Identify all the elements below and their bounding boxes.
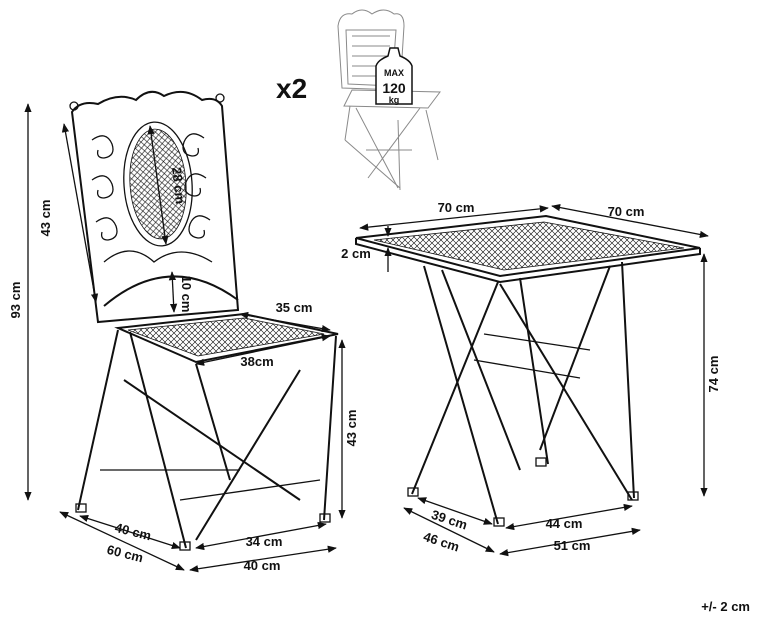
chair-dimensions: 93 cm 43 cm 28 cm 10 cm 35 cm 38cm 43 cm… (8, 103, 359, 573)
chair-seat-depth: 35 cm (276, 300, 313, 315)
table-top-thickness: 2 cm (341, 246, 371, 261)
table-top-depth: 70 cm (438, 200, 475, 215)
chair-total-height: 93 cm (8, 282, 23, 319)
table-base-width-inner: 44 cm (546, 516, 583, 531)
chair-drawing (69, 90, 339, 551)
table-drawing (355, 214, 701, 527)
chair-total-depth: 60 cm (105, 542, 144, 565)
table-base-width-outer: 51 cm (554, 538, 591, 553)
chair-total-width: 40 cm (244, 558, 281, 573)
chair-seat-height: 43 cm (344, 410, 359, 447)
chair-seat-width: 38cm (240, 354, 273, 369)
table-height: 74 cm (706, 356, 721, 393)
table-top-width: 70 cm (608, 204, 645, 219)
max-value: 120 (382, 80, 406, 96)
chair-front-base: 34 cm (246, 534, 283, 549)
chair-back-gap: 10 cm (179, 276, 194, 313)
chair-back-height: 43 cm (38, 200, 53, 237)
max-unit: kg (389, 95, 400, 105)
chair-back-panel: 28 cm (169, 166, 188, 204)
max-label: MAX (384, 68, 404, 78)
weight-icon: MAX 120 kg (375, 47, 413, 105)
quantity-multiplier: x2 (276, 73, 307, 104)
table-base-depth-inner: 39 cm (430, 507, 470, 533)
tolerance-note: +/- 2 cm (701, 599, 750, 614)
